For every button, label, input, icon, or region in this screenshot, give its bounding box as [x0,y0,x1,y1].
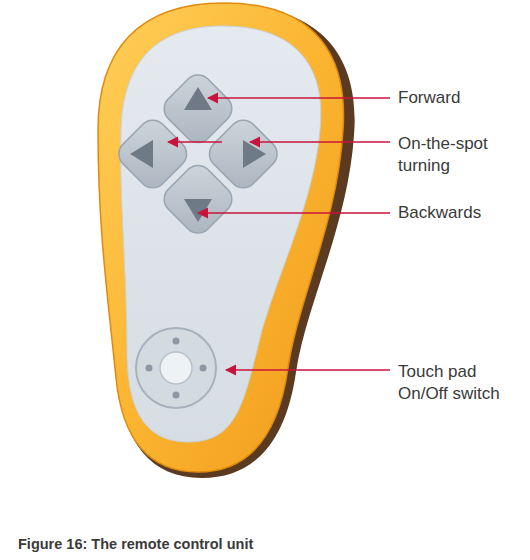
callout-label: On-the-spot turning [398,133,508,177]
leader-line [168,141,222,143]
up-triangle [184,87,212,110]
callout-label: Forward [398,87,518,109]
right-triangle [243,140,266,168]
touch-pad [136,328,216,408]
figure-caption: Figure 16: The remote control unit [18,536,253,552]
remote-face [121,26,321,442]
leader-line [250,141,390,143]
callout-label: Touch pad On/Off switch [398,361,523,405]
remote-body [98,3,344,472]
down-triangle [184,199,212,222]
left-triangle [130,140,153,168]
leader-line [208,97,390,99]
leader-line [198,212,390,214]
leader-line [226,369,390,371]
callout-label: Backwards [398,202,518,224]
